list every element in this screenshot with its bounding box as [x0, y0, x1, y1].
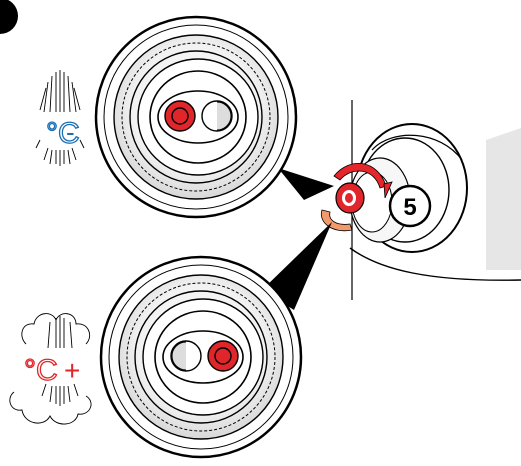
callout-wedge-bottom	[262, 222, 332, 310]
hot-knob-white	[170, 340, 202, 372]
callout-wedge-top	[278, 168, 334, 200]
step-badge-corner	[0, 0, 18, 34]
cold-sign-label: -	[66, 117, 75, 147]
hot-unit-label: °C	[24, 354, 58, 387]
heater-unit	[320, 100, 521, 300]
step-number: 5	[403, 194, 416, 221]
hot-sign-label: +	[64, 355, 80, 386]
knob-zoom-cold	[94, 15, 298, 219]
hot-knob-red	[207, 340, 239, 372]
step-number-badge: 5	[388, 184, 432, 228]
knob-zoom-hot	[99, 255, 303, 459]
cold-unit-label: °C	[46, 117, 80, 150]
steam-cloud-icon	[9, 313, 92, 425]
heater-side-panel	[486, 128, 521, 270]
cold-knob-white	[201, 100, 233, 132]
water-spray-icon	[35, 70, 85, 166]
cold-knob-red	[164, 100, 196, 132]
unit-red-knob	[335, 182, 365, 214]
